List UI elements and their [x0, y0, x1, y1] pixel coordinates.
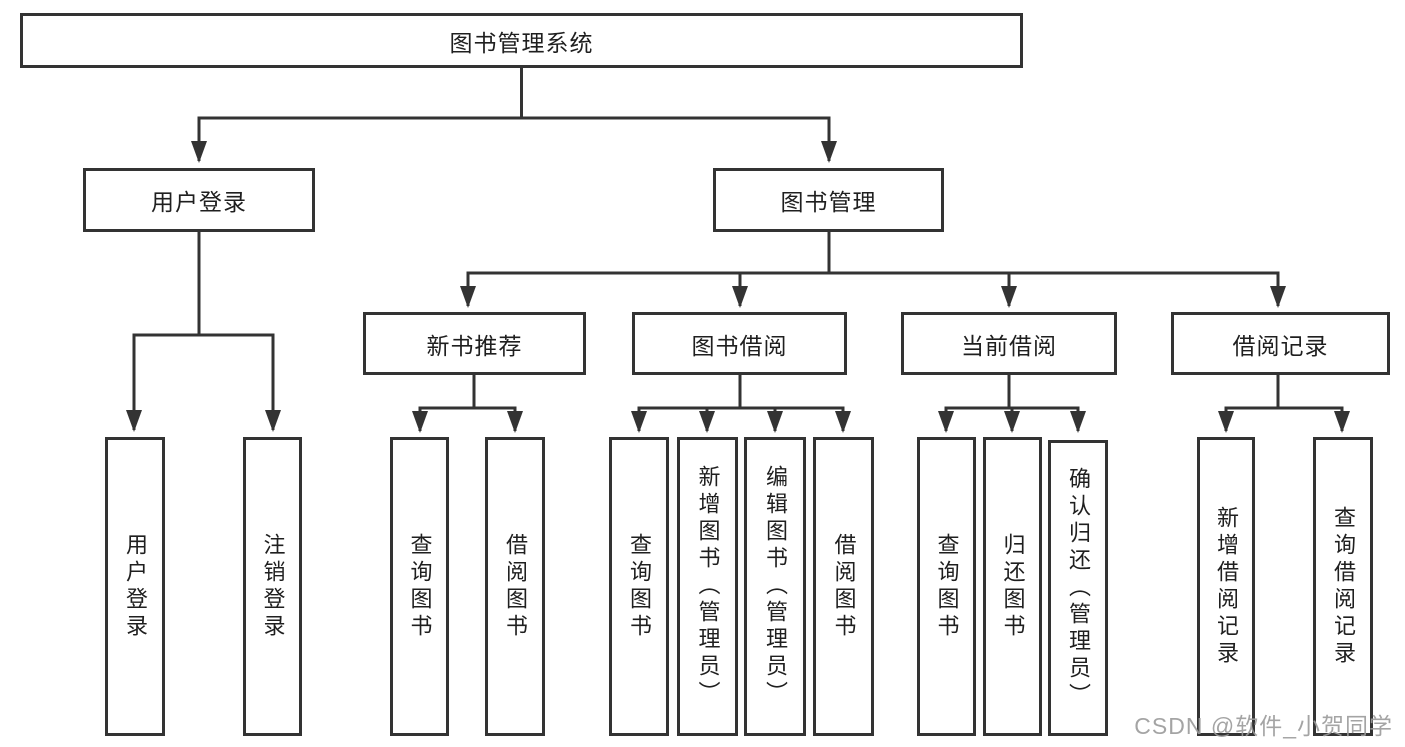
node-query-books-borrow: 查询图书 [609, 437, 669, 736]
node-borrow-books-recommend: 借阅图书 [485, 437, 545, 736]
node-book-borrow: 图书借阅 [632, 312, 847, 375]
node-logout: 注销登录 [243, 437, 302, 736]
node-borrow-records: 借阅记录 [1171, 312, 1390, 375]
watermark: CSDN @软件_小贺同学 [1134, 713, 1393, 739]
node-return-books: 归还图书 [983, 437, 1042, 736]
node-current-borrow: 当前借阅 [901, 312, 1117, 375]
node-user-login: 用户登录 [83, 168, 315, 232]
node-root: 图书管理系统 [20, 13, 1023, 68]
node-user-login-action: 用户登录 [105, 437, 165, 736]
node-add-borrow-record: 新增借阅记录 [1197, 437, 1255, 736]
node-add-books-admin: 新增图书（管理员） [677, 437, 738, 736]
node-book-management: 图书管理 [713, 168, 944, 232]
node-query-borrow-record: 查询借阅记录 [1313, 437, 1373, 736]
node-new-book-recommend: 新书推荐 [363, 312, 586, 375]
node-edit-books-admin: 编辑图书（管理员） [744, 437, 806, 736]
node-query-books-recommend: 查询图书 [390, 437, 449, 736]
node-borrow-books: 借阅图书 [813, 437, 874, 736]
node-confirm-return-admin: 确认归还（管理员） [1048, 440, 1108, 736]
node-query-books-current: 查询图书 [917, 437, 976, 736]
